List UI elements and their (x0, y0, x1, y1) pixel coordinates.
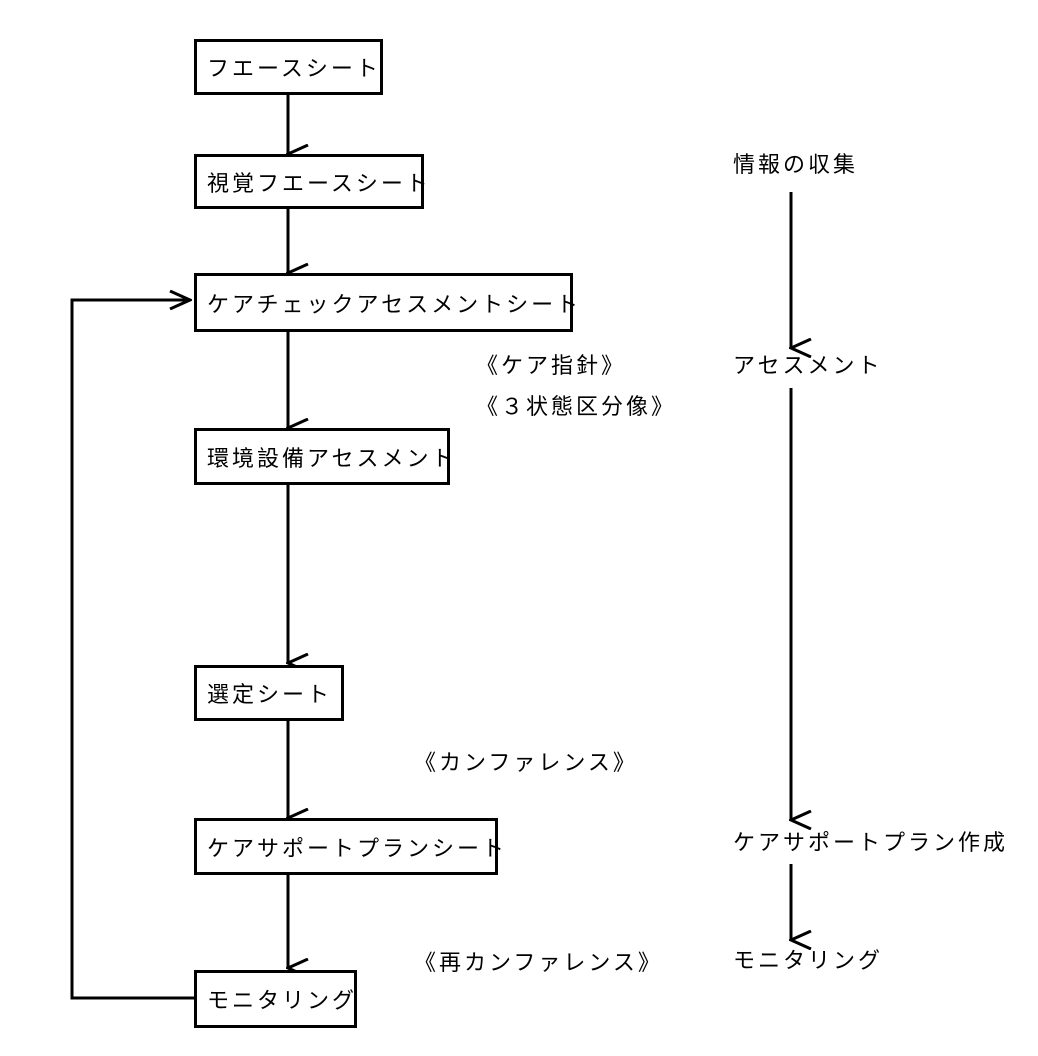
face-sheet-box: フエースシート (194, 39, 383, 95)
stage-care-support-plan-creation: ケアサポートプラン作成 (733, 831, 1009, 856)
conference-note: 《カンファレンス》 (414, 751, 638, 776)
three-state-classification-note: 《３状態区分像》 (476, 395, 677, 420)
visual-face-sheet-box: 視覚フエースシート (194, 154, 428, 209)
stage-assessment: アセスメント (733, 354, 883, 379)
care-guideline-note: 《ケア指針》 (476, 354, 627, 379)
care-check-assessment-sheet-box: ケアチェックアセスメントシート (194, 273, 578, 332)
monitoring-box: モニタリング (194, 970, 357, 1028)
environment-equipment-assessment-box: 環境設備アセスメント (194, 428, 454, 485)
selection-sheet-box: 選定シート (194, 665, 344, 721)
stage-information-collection: 情報の収集 (733, 153, 859, 178)
feedback-loop-arrow (70, 300, 195, 1000)
care-support-plan-sheet-box: ケアサポートプランシート (194, 818, 504, 875)
stage-monitoring: モニタリング (733, 949, 884, 974)
reconference-note: 《再カンファレンス》 (414, 951, 663, 976)
